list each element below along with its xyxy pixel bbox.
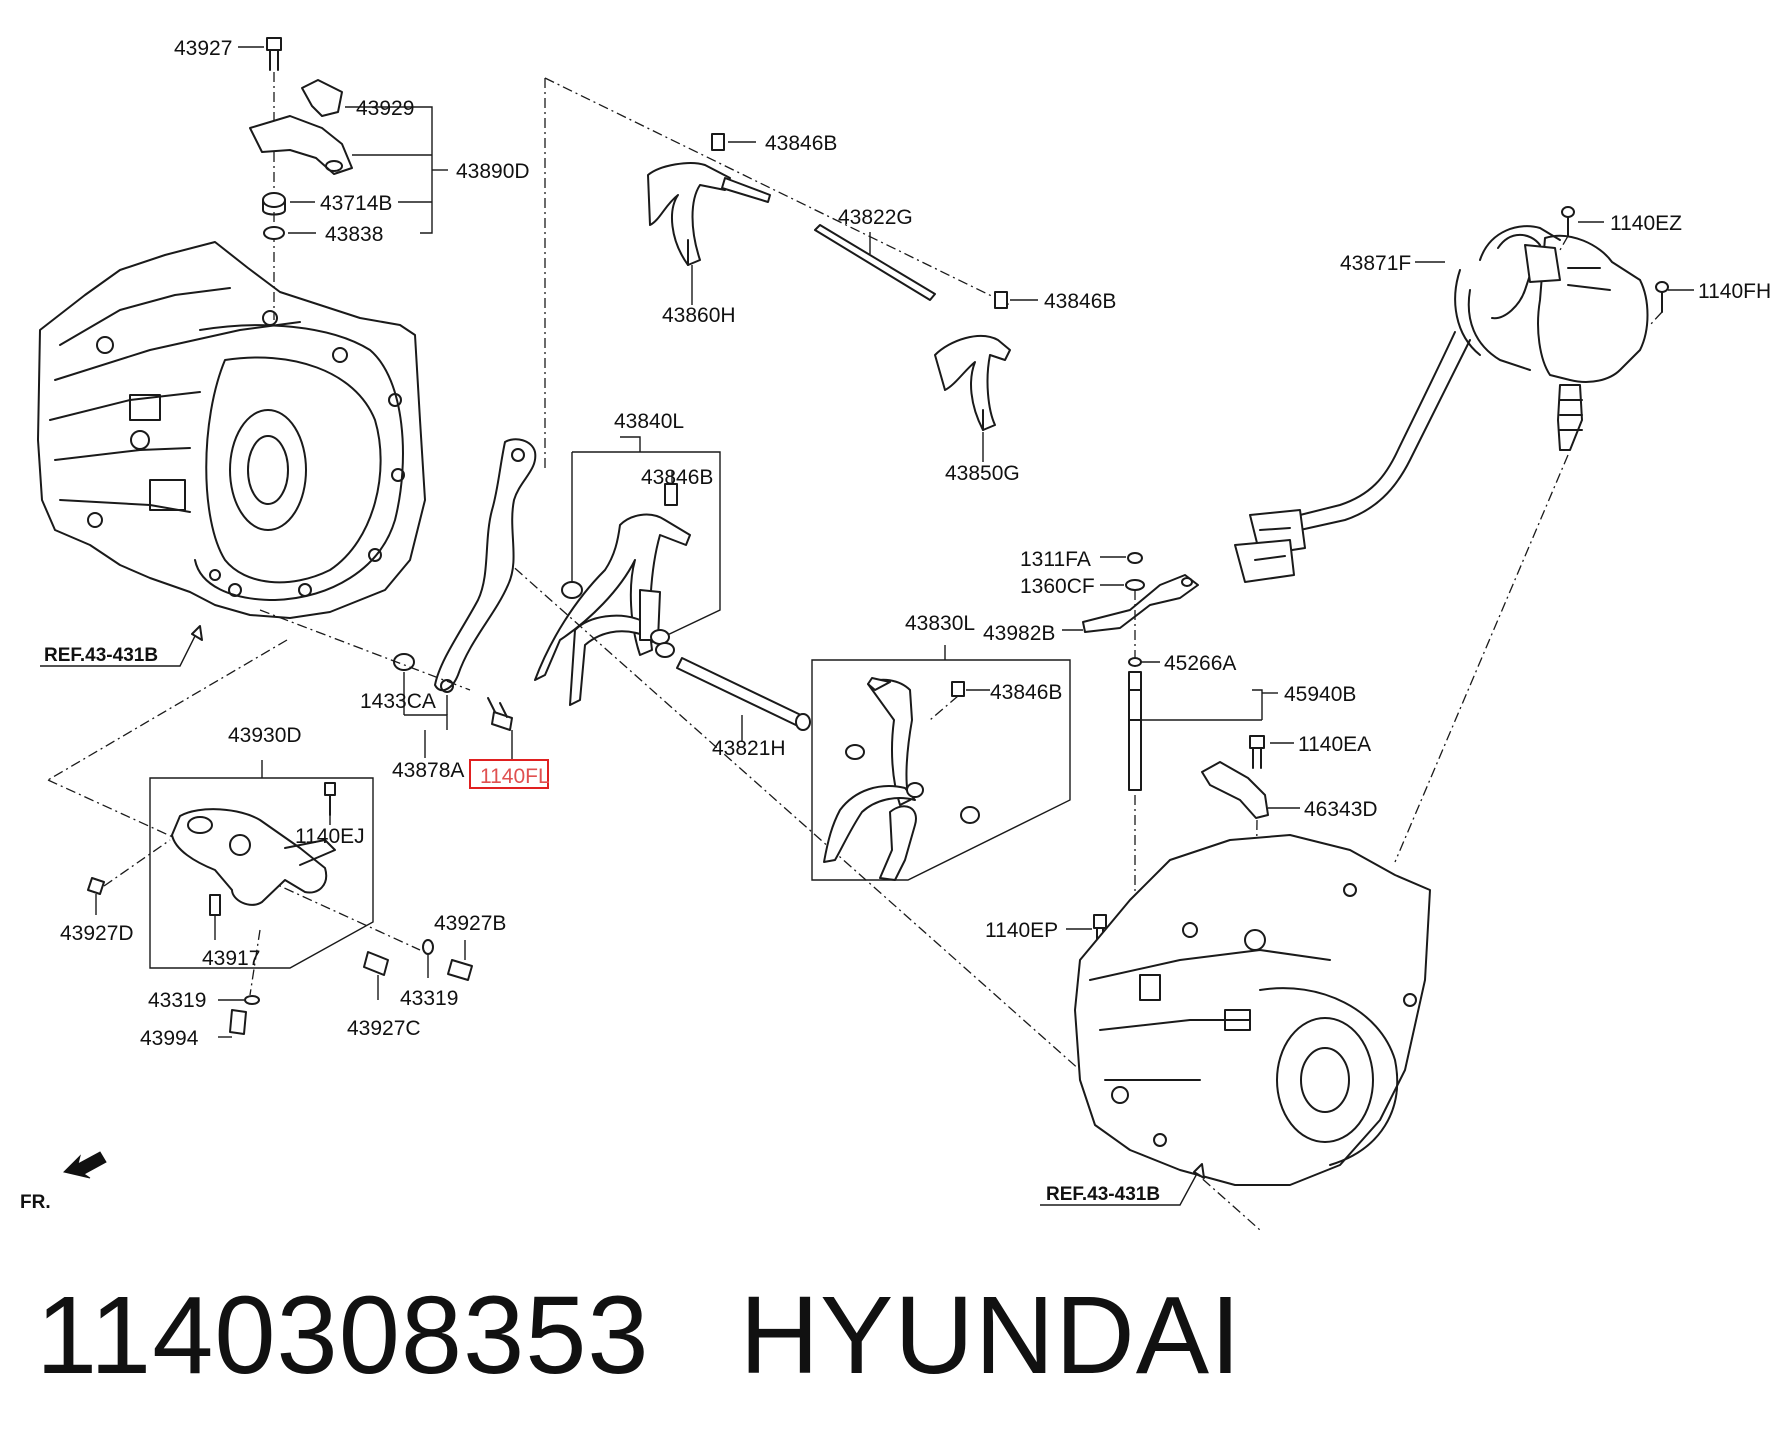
- ref-label-right: REF.43-431B: [1046, 1184, 1160, 1205]
- label-1433CA: 1433CA: [360, 690, 436, 713]
- label-43890D: 43890D: [456, 160, 530, 183]
- leaders-actuator: [95, 815, 466, 1038]
- highlight-box: [469, 759, 549, 789]
- label-43927C: 43927C: [347, 1017, 421, 1040]
- leaders-actuator-right: [1415, 221, 1694, 291]
- leaders-lever: [403, 672, 513, 760]
- shift-fork-upper: [544, 77, 1011, 470]
- brand-name: HYUNDAI: [739, 1274, 1242, 1397]
- front-arrow: [63, 1151, 107, 1179]
- label-43714B: 43714B: [320, 192, 392, 215]
- transmission-case-right: [1074, 834, 1431, 1186]
- label-46343D: 46343D: [1304, 798, 1378, 821]
- label-1140FL: 1140FL: [480, 765, 550, 788]
- label-1140EA: 1140EA: [1298, 733, 1371, 756]
- leaders-control: [1062, 556, 1278, 721]
- leaders-top-left: [238, 46, 448, 234]
- label-43822G: 43822G: [838, 206, 913, 229]
- bracket-stack: [249, 37, 353, 320]
- exploded-parts-diagram: 43927 43929 43890D 43714B 43838 43846B 4…: [20, 37, 1771, 1231]
- label-43917: 43917: [202, 947, 260, 970]
- shift-lever-left: [259, 438, 537, 731]
- shift-actuator-right: [1234, 206, 1669, 863]
- label-43830L: 43830L: [905, 612, 975, 635]
- label-1140EZ: 1140EZ: [1610, 212, 1682, 235]
- label-1140FH: 1140FH: [1698, 280, 1771, 303]
- fork-box-right: [811, 645, 1071, 881]
- footer-caption: 1140308353 HYUNDAI: [36, 1272, 1242, 1402]
- label-43846B-mid: 43846B: [641, 466, 713, 489]
- label-43927D: 43927D: [60, 922, 134, 945]
- front-label: FR.: [20, 1192, 51, 1213]
- fork-assembly-mid: [499, 436, 1261, 1231]
- label-43860H: 43860H: [662, 304, 736, 327]
- label-43319-right: 43319: [400, 987, 458, 1010]
- control-shaft: [1082, 552, 1199, 990]
- label-1311FA: 1311FA: [1020, 548, 1091, 571]
- label-43846B-box: 43846B: [990, 681, 1062, 704]
- label-43982B: 43982B: [983, 622, 1055, 645]
- label-1140EJ: 1140EJ: [295, 825, 365, 848]
- label-1140EP: 1140EP: [985, 919, 1058, 942]
- ref-leaders: [40, 625, 1205, 1206]
- label-43930D: 43930D: [228, 724, 302, 747]
- label-43871F: 43871F: [1340, 252, 1411, 275]
- label-43840L: 43840L: [614, 410, 684, 433]
- ref-label-left: REF.43-431B: [44, 645, 158, 666]
- label-43878A: 43878A: [392, 759, 464, 782]
- label-43846B-right: 43846B: [1044, 290, 1116, 313]
- transmission-case-left: [37, 241, 426, 619]
- label-1360CF: 1360CF: [1020, 575, 1095, 598]
- label-43821H: 43821H: [712, 737, 786, 760]
- label-43850G: 43850G: [945, 462, 1020, 485]
- label-45940B: 45940B: [1284, 683, 1356, 706]
- label-43838: 43838: [325, 223, 383, 246]
- label-43927B: 43927B: [434, 912, 506, 935]
- label-43994: 43994: [140, 1027, 199, 1050]
- label-43846B-top: 43846B: [765, 132, 837, 155]
- part-number: 1140308353: [36, 1274, 650, 1397]
- label-43319-left: 43319: [148, 989, 206, 1012]
- label-43927: 43927: [174, 37, 232, 60]
- label-45266A: 45266A: [1164, 652, 1236, 675]
- actuator-assembly: [47, 639, 473, 1035]
- label-43929: 43929: [356, 97, 414, 120]
- leaders-top-middle: [691, 141, 1038, 462]
